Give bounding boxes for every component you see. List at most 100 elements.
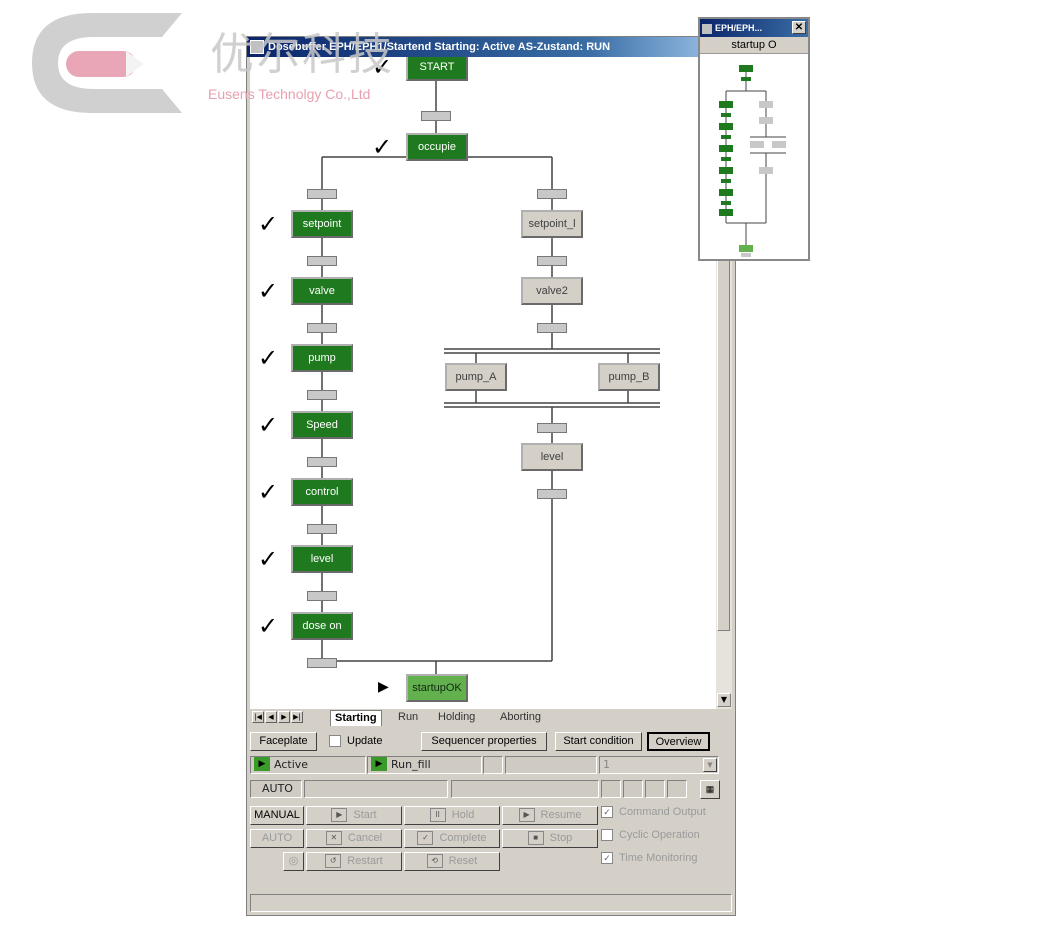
tab-aborting[interactable]: Aborting (500, 711, 541, 723)
transition[interactable] (307, 591, 337, 601)
step-value: Run_fill (391, 758, 431, 771)
transition[interactable] (307, 256, 337, 266)
target-icon[interactable]: ◎ (283, 852, 304, 871)
cancel-label: Cancel (347, 832, 383, 844)
resume-label: Resume (540, 809, 582, 821)
scroll-down-arrow-icon[interactable]: ▼ (717, 693, 731, 707)
step-startup-ok[interactable]: startupOK (406, 674, 468, 702)
step-pump[interactable]: pump (291, 344, 353, 372)
command-output-checkbox-box[interactable]: ✓ (601, 806, 613, 819)
check-icon: ✓ (258, 478, 279, 506)
overview-title-bar[interactable]: EPH/EPH... ✕ (700, 19, 808, 37)
transition[interactable] (307, 390, 337, 400)
state-field: ▶Active (250, 756, 366, 774)
time-monitoring-checkbox[interactable]: ✓ Time Monitoring (601, 852, 698, 865)
tab-holding[interactable]: Holding (438, 711, 476, 723)
close-icon[interactable]: ✕ (792, 21, 806, 34)
resume-button[interactable]: ▶ Resume (502, 806, 598, 825)
transition[interactable] (307, 457, 337, 467)
transition[interactable] (307, 524, 337, 534)
time-monitoring-label: Time Monitoring (619, 852, 698, 864)
stop-button[interactable]: ■Stop (502, 829, 598, 848)
transition[interactable] (421, 111, 451, 121)
tab-last-icon[interactable]: ▶| (291, 711, 303, 723)
cyclic-operation-checkbox-box[interactable] (601, 829, 613, 842)
window-icon (250, 40, 264, 55)
complete-label: Complete (439, 832, 487, 844)
step-level-left[interactable]: level (291, 545, 353, 573)
overview-minimap[interactable] (700, 55, 808, 259)
window-title-bar[interactable]: Dosebuffer EPH/EPH1/Startend Starting: A… (247, 37, 735, 57)
step-valve[interactable]: valve (291, 277, 353, 305)
sequencer-window: Dosebuffer EPH/EPH1/Startend Starting: A… (246, 36, 736, 916)
status-bar (250, 894, 732, 912)
transition[interactable] (537, 256, 567, 266)
tab-next-icon[interactable]: ▶ (278, 711, 290, 723)
reset-label: Reset (448, 855, 478, 867)
update-checkbox-box[interactable] (329, 735, 341, 748)
transition[interactable] (537, 323, 567, 333)
check-icon: ✓ (258, 277, 279, 305)
transition[interactable] (537, 423, 567, 433)
tab-prev-icon[interactable]: ◀ (265, 711, 277, 723)
transition[interactable] (537, 489, 567, 499)
step-field: ▶Run_fill (367, 756, 482, 774)
step-start[interactable]: START (406, 57, 468, 81)
window-title: Dosebuffer EPH/EPH1/Startend Starting: A… (268, 41, 611, 53)
tab-run[interactable]: Run (398, 711, 419, 723)
check-icon: ✓ (372, 57, 393, 81)
chevron-down-icon[interactable]: ▼ (703, 758, 717, 772)
blank-field (645, 780, 665, 798)
auto-button[interactable]: AUTO (250, 829, 304, 848)
step-setpoint-right[interactable]: setpoint_l (521, 210, 583, 238)
run-select[interactable]: 1▼ (599, 756, 719, 774)
step-level-right[interactable]: level (521, 443, 583, 471)
blank-field (601, 780, 621, 798)
step-pump-a[interactable]: pump_A (445, 363, 507, 391)
grid-icon[interactable]: ▦ (700, 780, 720, 799)
step-pump-b[interactable]: pump_B (598, 363, 660, 391)
reset-icon: ⟲ (426, 854, 443, 869)
step-valve2[interactable]: valve2 (521, 277, 583, 305)
command-output-label: Command Output (619, 806, 706, 818)
restart-button[interactable]: ↺Restart (306, 852, 402, 871)
transition[interactable] (307, 323, 337, 333)
cancel-button[interactable]: ✕Cancel (306, 829, 402, 848)
transition[interactable] (537, 189, 567, 199)
overview-button[interactable]: Overview (647, 732, 710, 751)
time-monitoring-checkbox-box[interactable]: ✓ (601, 852, 613, 865)
blank-field (304, 780, 448, 798)
transition[interactable] (307, 658, 337, 668)
current-step-arrow-icon: ▶ (378, 679, 389, 695)
command-output-checkbox[interactable]: ✓ Command Output (601, 806, 706, 819)
sfc-connector-lines (321, 57, 660, 675)
step-setpoint[interactable]: setpoint (291, 210, 353, 238)
watermark-chinese: 优尔科技 (210, 29, 394, 80)
resume-icon: ▶ (518, 808, 535, 823)
start-condition-button[interactable]: Start condition (555, 732, 642, 751)
reset-button[interactable]: ⟲ Reset (404, 852, 500, 871)
complete-button[interactable]: ✓Complete (404, 829, 500, 848)
tab-starting[interactable]: Starting (330, 710, 382, 726)
step-control[interactable]: control (291, 478, 353, 506)
cyclic-operation-checkbox[interactable]: Cyclic Operation (601, 829, 700, 842)
overview-subtitle: startup O (700, 37, 808, 54)
start-label: Start (353, 809, 377, 821)
sequencer-properties-button[interactable]: Sequencer properties (421, 732, 547, 751)
transition[interactable] (307, 189, 337, 199)
window-icon (702, 23, 712, 34)
tab-first-icon[interactable]: |◀ (252, 711, 264, 723)
company-logo (32, 13, 182, 113)
blank-field (623, 780, 643, 798)
check-icon: ✓ (372, 133, 393, 161)
step-speed[interactable]: Speed (291, 411, 353, 439)
faceplate-button[interactable]: Faceplate (250, 732, 317, 751)
manual-button[interactable]: MANUAL (250, 806, 304, 825)
update-checkbox[interactable]: Update (329, 735, 382, 748)
play-icon: ▶ (254, 757, 270, 771)
overview-title: EPH/EPH... (715, 23, 763, 33)
step-dose-on[interactable]: dose on (291, 612, 353, 640)
start-button[interactable]: ▶Start (306, 806, 402, 825)
step-occupie[interactable]: occupie (406, 133, 468, 161)
